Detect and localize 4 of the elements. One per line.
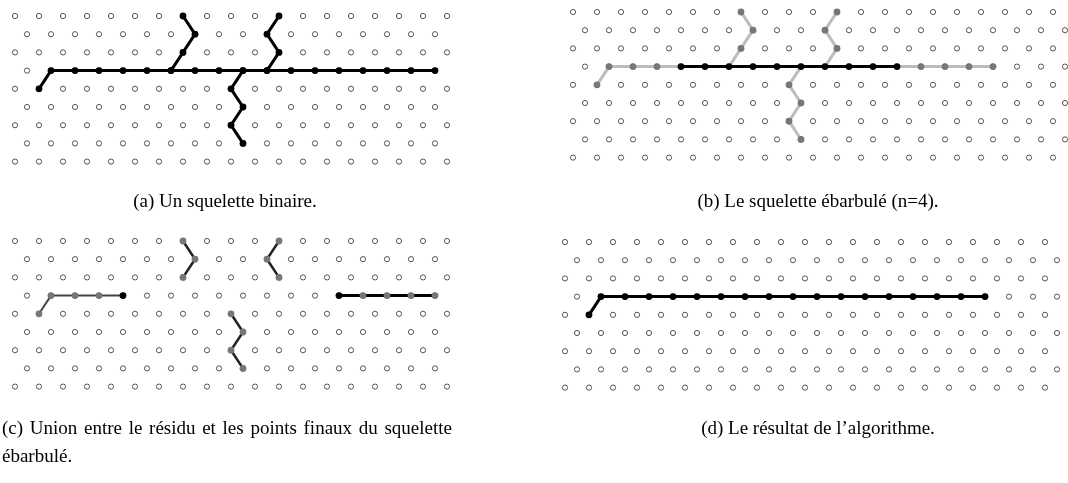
figure-caption: (a) Un squelette binaire. bbox=[132, 189, 318, 213]
figure-caption: (b) Le squelette ébarbulé (n=4). bbox=[696, 189, 940, 213]
figure-caption: (c) Union entre le résidu et les points finaux du squelette ébarbulé. bbox=[2, 416, 452, 468]
figure-caption: (d) Le résultat de l’algorithme. bbox=[700, 416, 936, 440]
